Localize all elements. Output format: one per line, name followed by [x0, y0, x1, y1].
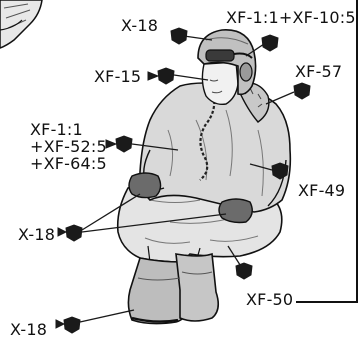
paint-marker-trousers	[235, 262, 253, 280]
paint-marker-helmet	[170, 27, 188, 45]
paint-marker-goggle-strap	[261, 34, 279, 52]
callout-gloves: X-18	[18, 225, 56, 244]
callout-goggle-strap: XF-1:1+XF-10:5	[226, 8, 356, 27]
paint-marker-collar	[293, 82, 311, 100]
callout-glove-right: XF-49	[298, 181, 346, 200]
paint-marker-gloves	[65, 224, 83, 242]
boots-drawing	[127, 252, 220, 325]
callout-jacket: XF-1:1 +XF-52:5 +XF-64:5	[30, 121, 107, 172]
paint-marker-boots	[63, 316, 81, 334]
seat-part-fragment	[0, 0, 43, 49]
callout-trousers: XF-50	[246, 290, 294, 309]
callout-boots: X-18	[10, 320, 48, 339]
gloves-drawing	[128, 172, 253, 224]
callout-collar: XF-57	[295, 62, 343, 81]
callout-helmet: X-18	[121, 16, 159, 35]
paint-marker-goggles	[157, 67, 175, 85]
callout-jacket-line-2: +XF-52:5	[30, 137, 107, 156]
head-drawing	[197, 29, 257, 106]
callout-goggles: XF-15	[94, 67, 142, 86]
paint-marker-glove-right	[271, 162, 289, 180]
paint-marker-jacket	[115, 135, 133, 153]
jacket-drawing	[139, 81, 292, 213]
callout-markers	[55, 27, 311, 334]
callout-jacket-line-3: +XF-64:5	[30, 154, 107, 173]
callout-jacket-line-1: XF-1:1	[30, 120, 83, 139]
